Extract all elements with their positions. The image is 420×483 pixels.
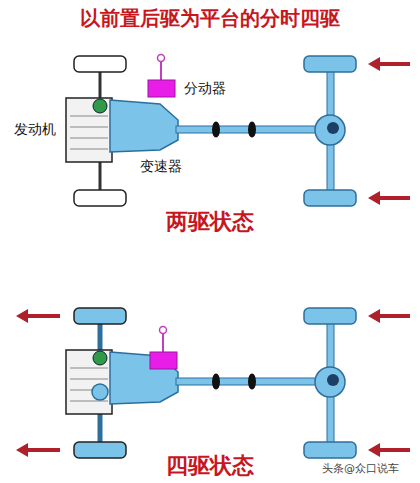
part-label: 分动器 <box>184 80 226 97</box>
force-arrow-shaft <box>24 314 60 318</box>
universal-joint <box>248 122 256 138</box>
engine-pulley <box>93 99 107 113</box>
transfer-case <box>150 352 177 369</box>
engine-rib <box>70 127 108 128</box>
engine-rib <box>70 138 108 139</box>
transmission <box>110 352 178 404</box>
rear-wheel <box>304 308 356 324</box>
shift-lever <box>162 332 164 352</box>
rear-differential <box>315 115 345 145</box>
force-arrow-head <box>368 57 380 71</box>
force-arrow-shaft <box>24 448 60 452</box>
transfer-case <box>148 80 175 97</box>
diagram-title: 以前置后驱为平台的分时四驱 <box>80 6 340 30</box>
state-caption: 四驱状态 <box>166 452 254 478</box>
shift-lever <box>160 60 162 80</box>
state-caption: 两驱状态 <box>166 208 254 234</box>
watermark: 头条@众口说车 <box>322 462 399 475</box>
rear-wheel <box>304 442 356 458</box>
front-wheel <box>74 56 126 72</box>
engine-pulley <box>93 351 107 365</box>
engine-rib <box>70 368 108 369</box>
universal-joint <box>212 374 220 390</box>
engine-block <box>66 350 112 414</box>
force-arrow-shaft <box>376 62 410 66</box>
universal-joint <box>212 122 220 138</box>
drivetrain-diagram <box>16 308 410 458</box>
engine-rib <box>70 116 108 117</box>
rear-wheel <box>304 190 356 206</box>
transmission <box>110 100 178 152</box>
part-label: 变速器 <box>140 158 182 175</box>
front-wheel <box>74 190 126 206</box>
shift-knob <box>160 327 167 334</box>
engine-block <box>66 98 112 162</box>
force-arrow-head <box>368 309 380 323</box>
driveshaft <box>176 126 318 133</box>
rear-wheel <box>304 56 356 72</box>
drivetrain-diagram <box>66 55 410 207</box>
engine-rib <box>70 149 108 150</box>
force-arrow-shaft <box>376 196 410 200</box>
part-label: 发动机 <box>14 121 56 138</box>
engine-rib <box>70 379 108 380</box>
differential-gear <box>327 122 339 134</box>
front-wheel <box>74 442 126 458</box>
force-arrow-shaft <box>376 314 410 318</box>
force-arrow-head <box>16 309 28 323</box>
driveshaft <box>176 378 318 385</box>
front-wheel <box>74 308 126 324</box>
front-differential <box>92 384 108 400</box>
differential-gear <box>327 374 339 386</box>
force-arrow-shaft <box>376 448 410 452</box>
force-arrow-head <box>16 443 28 457</box>
rear-differential <box>315 367 345 397</box>
force-arrow-head <box>368 443 380 457</box>
shift-knob <box>158 55 165 62</box>
engine-rib <box>70 401 108 402</box>
universal-joint <box>248 374 256 390</box>
force-arrow-head <box>368 191 380 205</box>
